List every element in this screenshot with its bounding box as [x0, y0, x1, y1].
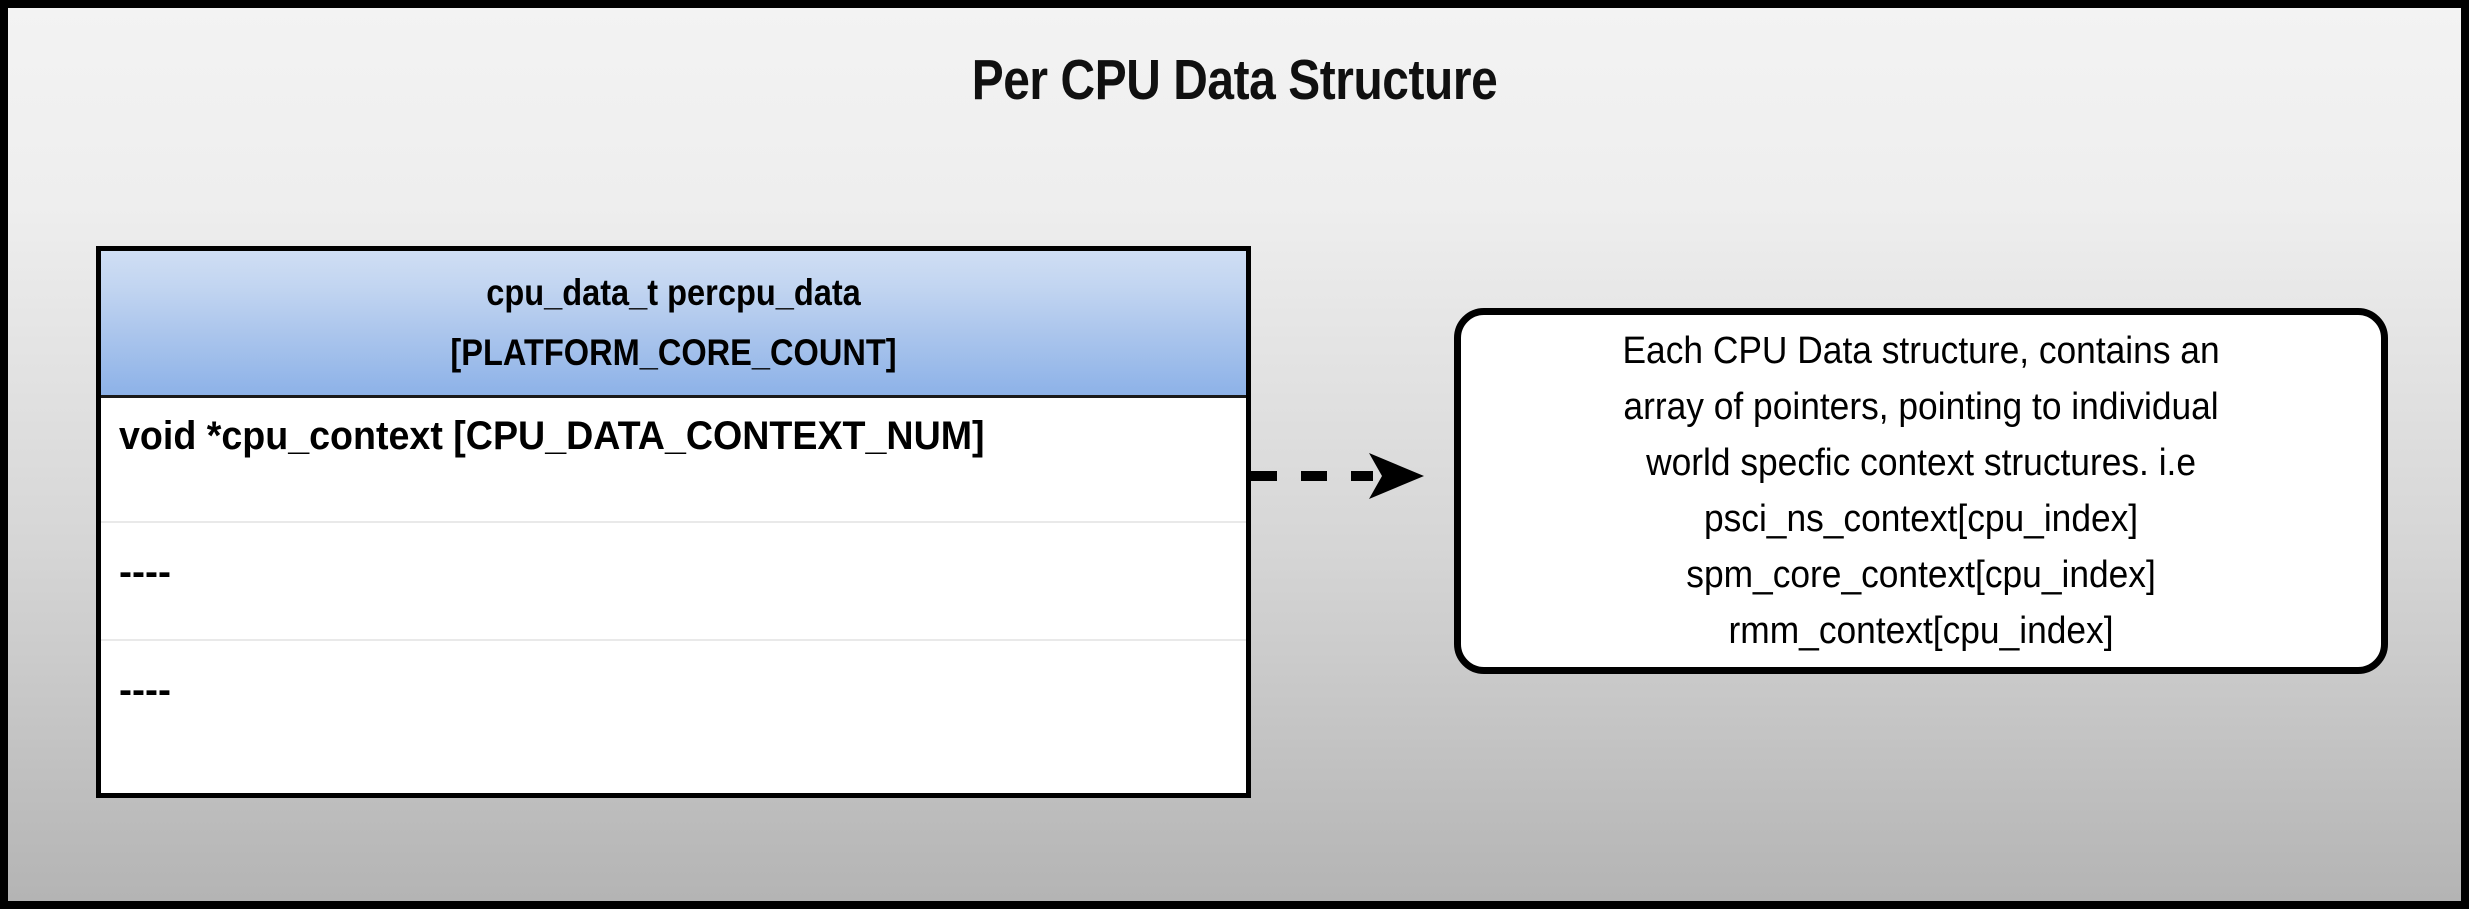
- struct-field-placeholder-1: ----: [119, 551, 171, 594]
- struct-table: cpu_data_t percpu_data [PLATFORM_CORE_CO…: [96, 246, 1251, 798]
- table-row: void *cpu_context [CPU_DATA_CONTEXT_NUM]: [101, 398, 1246, 521]
- struct-field-cpu-context: void *cpu_context [CPU_DATA_CONTEXT_NUM]: [119, 414, 985, 458]
- dashed-arrow-icon: [1251, 453, 1424, 499]
- table-row: ----: [101, 639, 1246, 757]
- struct-field-placeholder-2: ----: [119, 669, 171, 712]
- struct-header-line-1: cpu_data_t percpu_data [PLATFORM_CORE_CO…: [450, 263, 896, 383]
- struct-table-header: cpu_data_t percpu_data [PLATFORM_CORE_CO…: [101, 251, 1246, 398]
- page-title: Per CPU Data Structure: [971, 48, 1498, 112]
- struct-header-name: cpu_data_t percpu_data: [486, 272, 861, 313]
- callout-note: Each CPU Data structure, contains an arr…: [1454, 308, 2388, 674]
- struct-header-size: [PLATFORM_CORE_COUNT]: [450, 332, 897, 373]
- callout-note-text: Each CPU Data structure, contains an arr…: [1622, 330, 2220, 652]
- arrow-head: [1369, 453, 1424, 499]
- table-row: ----: [101, 521, 1246, 639]
